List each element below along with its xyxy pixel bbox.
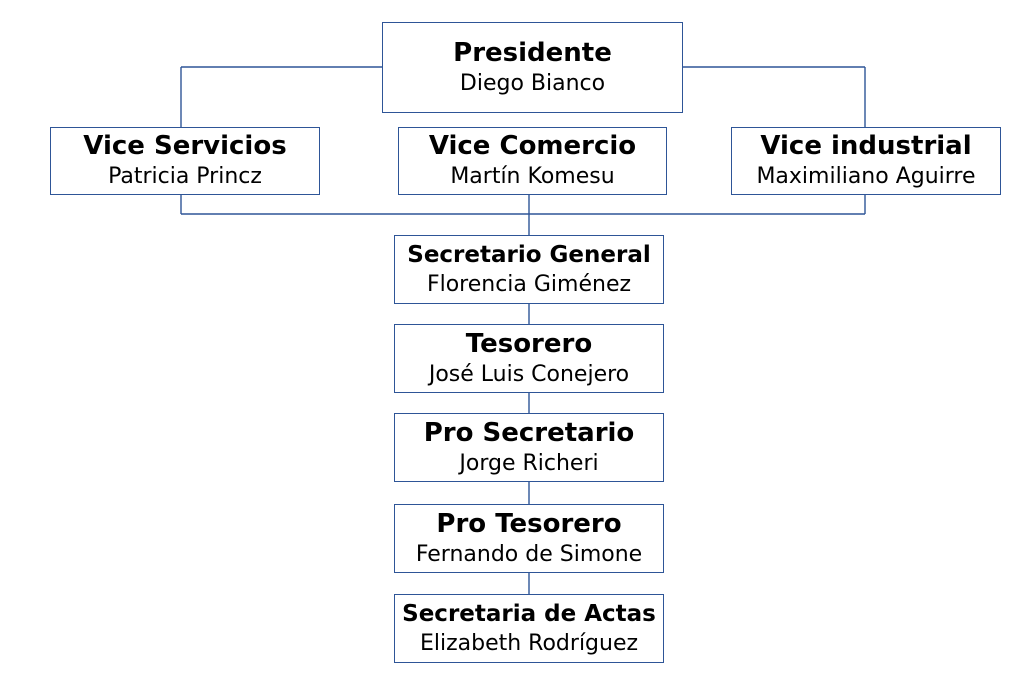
node-presidente: Presidente Diego Bianco (382, 22, 683, 113)
node-name: Maximiliano Aguirre (756, 164, 976, 189)
node-name: Jorge Richeri (459, 450, 599, 476)
node-vice-servicios: Vice Servicios Patricia Princz (50, 127, 320, 195)
node-vice-industrial: Vice industrial Maximiliano Aguirre (731, 127, 1001, 195)
node-role: Pro Tesorero (436, 508, 622, 539)
node-role: Vice Comercio (428, 131, 637, 161)
node-tesorero: Tesorero José Luis Conejero (394, 324, 664, 393)
node-role: Pro Secretario (423, 417, 635, 448)
node-role: Secretario General (407, 241, 651, 268)
node-role: Vice Servicios (83, 131, 287, 161)
node-name: Elizabeth Rodríguez (419, 630, 639, 656)
node-pro-tesorero: Pro Tesorero Fernando de Simone (394, 504, 664, 573)
node-role: Tesorero (465, 328, 593, 359)
node-role: Vice industrial (760, 131, 972, 161)
node-name: Fernando de Simone (415, 541, 643, 567)
node-vice-comercio: Vice Comercio Martín Komesu (398, 127, 667, 195)
node-name: Florencia Giménez (426, 271, 632, 297)
node-name: José Luis Conejero (428, 361, 630, 387)
node-name: Martín Komesu (450, 164, 615, 189)
node-role: Secretaria de Actas (402, 600, 656, 627)
node-name: Diego Bianco (459, 70, 606, 96)
node-role: Presidente (453, 37, 612, 68)
node-pro-secretario: Pro Secretario Jorge Richeri (394, 413, 664, 482)
node-secretario-general: Secretario General Florencia Giménez (394, 235, 664, 304)
node-secretaria-de-actas: Secretaria de Actas Elizabeth Rodríguez (394, 594, 664, 663)
node-name: Patricia Princz (108, 164, 262, 189)
